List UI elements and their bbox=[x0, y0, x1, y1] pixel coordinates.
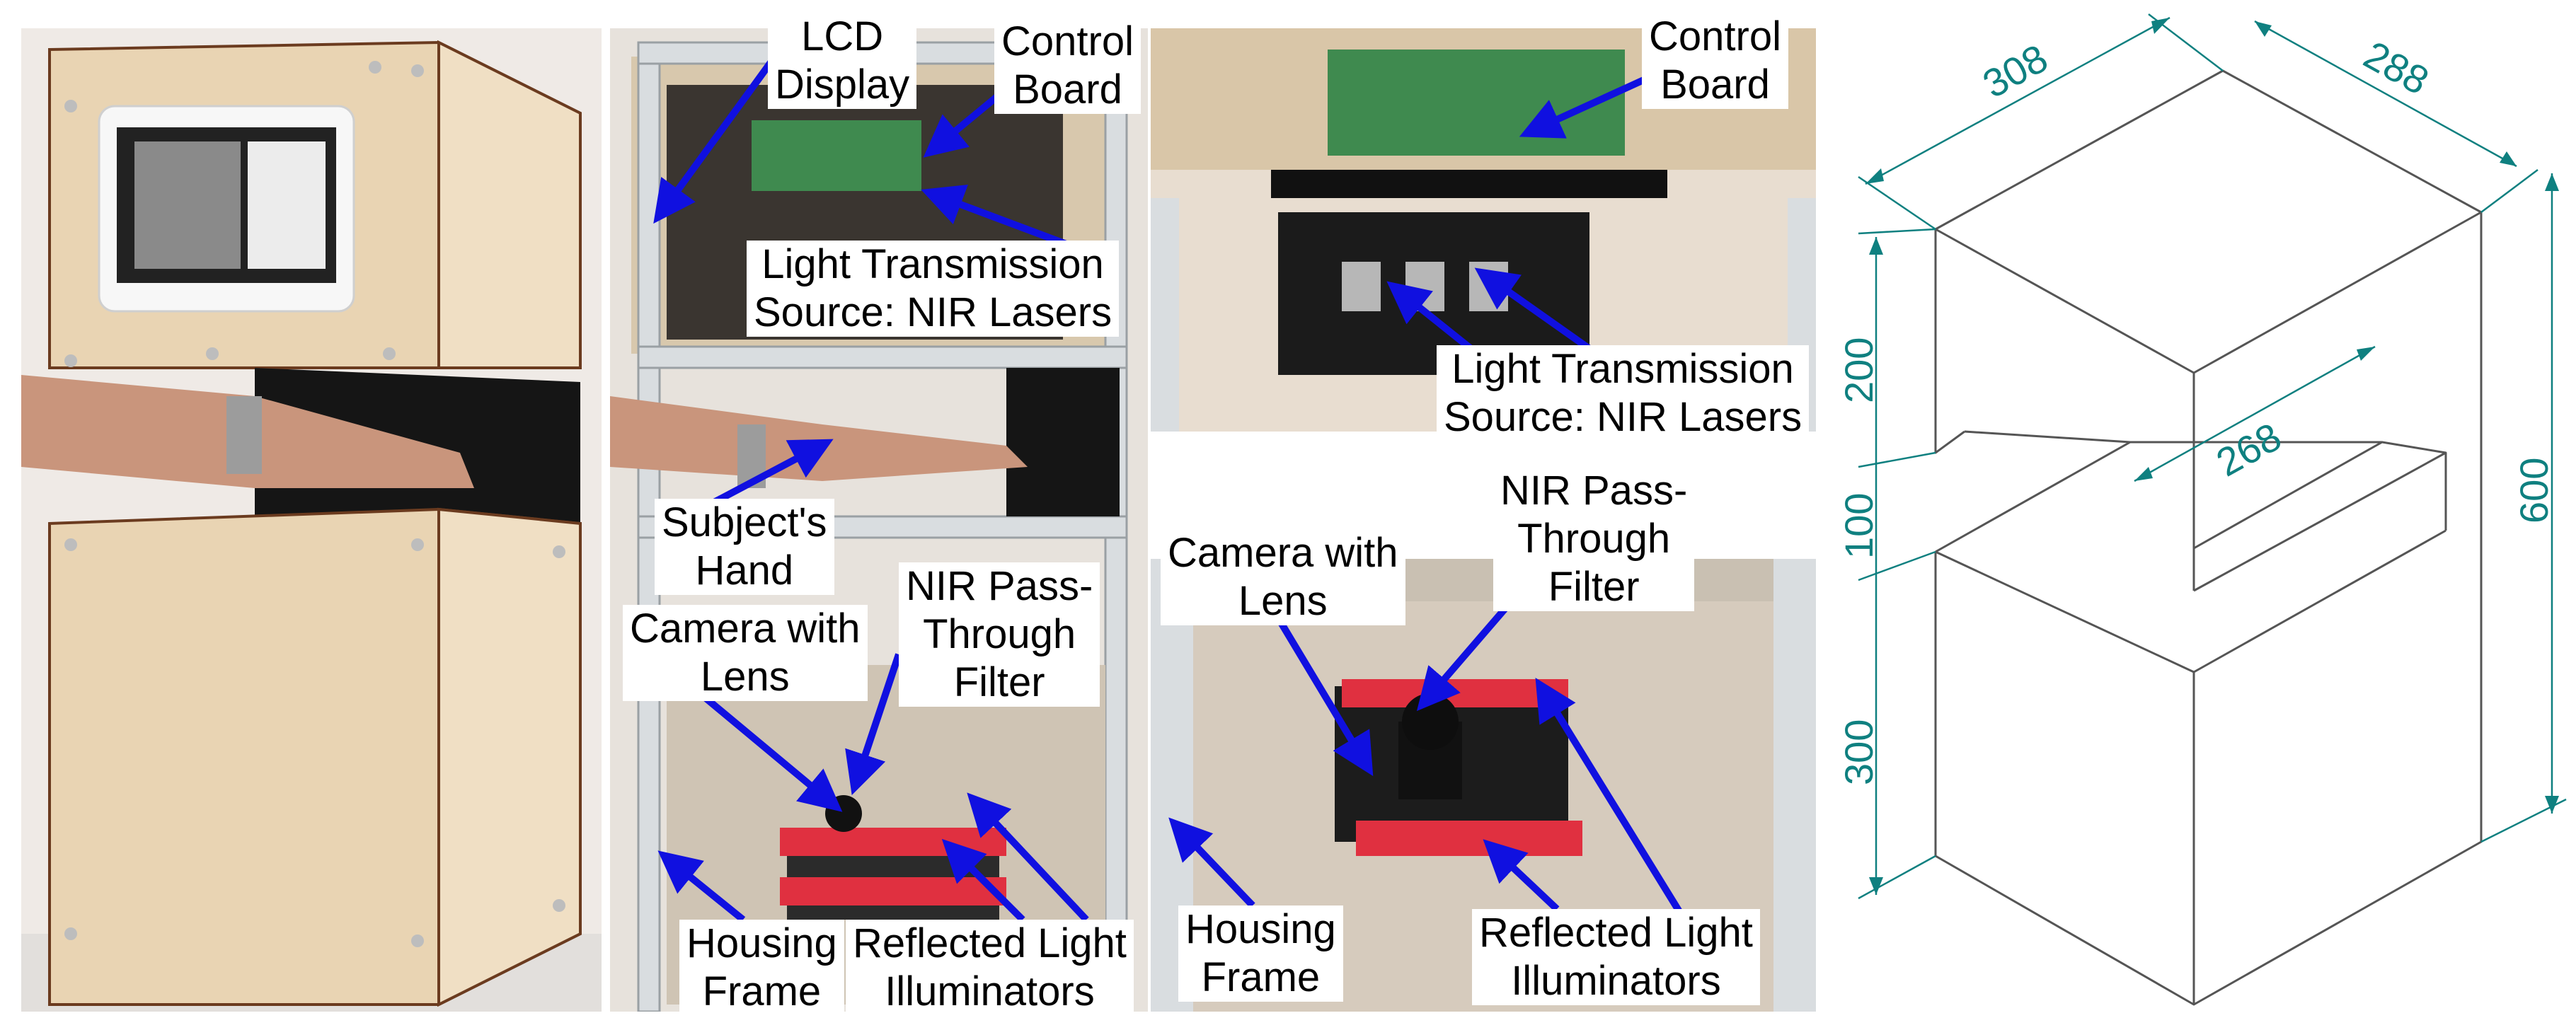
dim-288-ext bbox=[2480, 169, 2538, 213]
dim-arrowhead bbox=[1869, 877, 1883, 895]
arrow-reflected-a-1 bbox=[941, 838, 1025, 922]
dim-308-line bbox=[1865, 16, 2170, 185]
dim-left-tick-a bbox=[1858, 228, 1936, 235]
arrow-housing-frame-a bbox=[657, 850, 746, 922]
label-reflected-b: Reflected Light Illuminators bbox=[1472, 909, 1760, 1005]
arrow-lcd-display bbox=[653, 54, 778, 224]
dim-arrowhead bbox=[2545, 173, 2559, 191]
dimension-drawing: 308 288 268 200 100 300 600 bbox=[1837, 13, 2567, 1006]
arrow-reflected-b-1 bbox=[1483, 839, 1560, 912]
dim-268-line bbox=[2134, 345, 2376, 482]
arrow-reflected-b-2 bbox=[1535, 677, 1688, 922]
dim-arrowhead bbox=[2545, 796, 2559, 814]
arrow-camera-b bbox=[1277, 620, 1374, 777]
dim-left-tick-d bbox=[1858, 855, 1936, 900]
slot-outline bbox=[1935, 441, 2384, 553]
dim-arrowhead bbox=[2134, 467, 2153, 481]
dim-arrowhead bbox=[1865, 168, 1884, 184]
dim-288-line bbox=[2254, 20, 2517, 168]
dim-arrowhead bbox=[1869, 237, 1883, 255]
arrow-nir-filter-b bbox=[1416, 595, 1517, 712]
dim-label-300: 300 bbox=[1837, 719, 1881, 785]
arrow-housing-frame-b bbox=[1168, 817, 1255, 908]
lower-front-top-edge bbox=[1935, 550, 2195, 673]
label-light-transmission-b: Light Transmission Source: NIR Lasers bbox=[1437, 345, 1810, 441]
slot-back-edge bbox=[2193, 529, 2446, 673]
dim-label-200: 200 bbox=[1837, 337, 1881, 403]
dim-label-600: 600 bbox=[2512, 458, 2556, 523]
dim-arrowhead bbox=[2357, 347, 2375, 361]
dim-left-tick-b bbox=[1858, 451, 1936, 468]
dim-label-100: 100 bbox=[1837, 493, 1881, 559]
label-nir-filter-a: NIR Pass- Through Filter bbox=[899, 562, 1100, 707]
label-camera-b: Camera with Lens bbox=[1161, 529, 1405, 625]
label-camera-a: Camera with Lens bbox=[623, 605, 868, 701]
label-control-board-b: Control Board bbox=[1642, 13, 1788, 109]
label-subjects-hand: Subject's Hand bbox=[655, 499, 834, 595]
label-light-transmission-a: Light Transmission Source: NIR Lasers bbox=[747, 241, 1120, 337]
dim-arrowhead bbox=[2151, 18, 2170, 34]
dim-left-tick-c bbox=[1858, 550, 1936, 581]
label-control-board-a: Control Board bbox=[994, 18, 1141, 114]
arrow-nir-filter-a bbox=[845, 653, 902, 795]
arrow-reflected-a-2 bbox=[967, 792, 1089, 922]
label-reflected-a: Reflected Light Illuminators bbox=[846, 920, 1134, 1016]
dim-308-ext-a bbox=[1858, 175, 1936, 231]
device-photo-panel bbox=[21, 28, 602, 1012]
slot-inner-outline bbox=[2193, 441, 2447, 592]
arrow-camera-a bbox=[701, 694, 843, 812]
upper-bottom-edge bbox=[1964, 430, 2131, 444]
arrow-control-board-b bbox=[1519, 71, 1658, 139]
label-housing-frame-b: Housing Frame bbox=[1178, 905, 1343, 1002]
label-lcd-display: LCD Display bbox=[768, 13, 917, 109]
label-housing-frame-a: Housing Frame bbox=[679, 920, 844, 1016]
dim-arrowhead bbox=[2500, 151, 2517, 166]
dim-arrowhead bbox=[2255, 21, 2272, 37]
label-nir-filter-b: NIR Pass- Through Filter bbox=[1493, 467, 1695, 611]
